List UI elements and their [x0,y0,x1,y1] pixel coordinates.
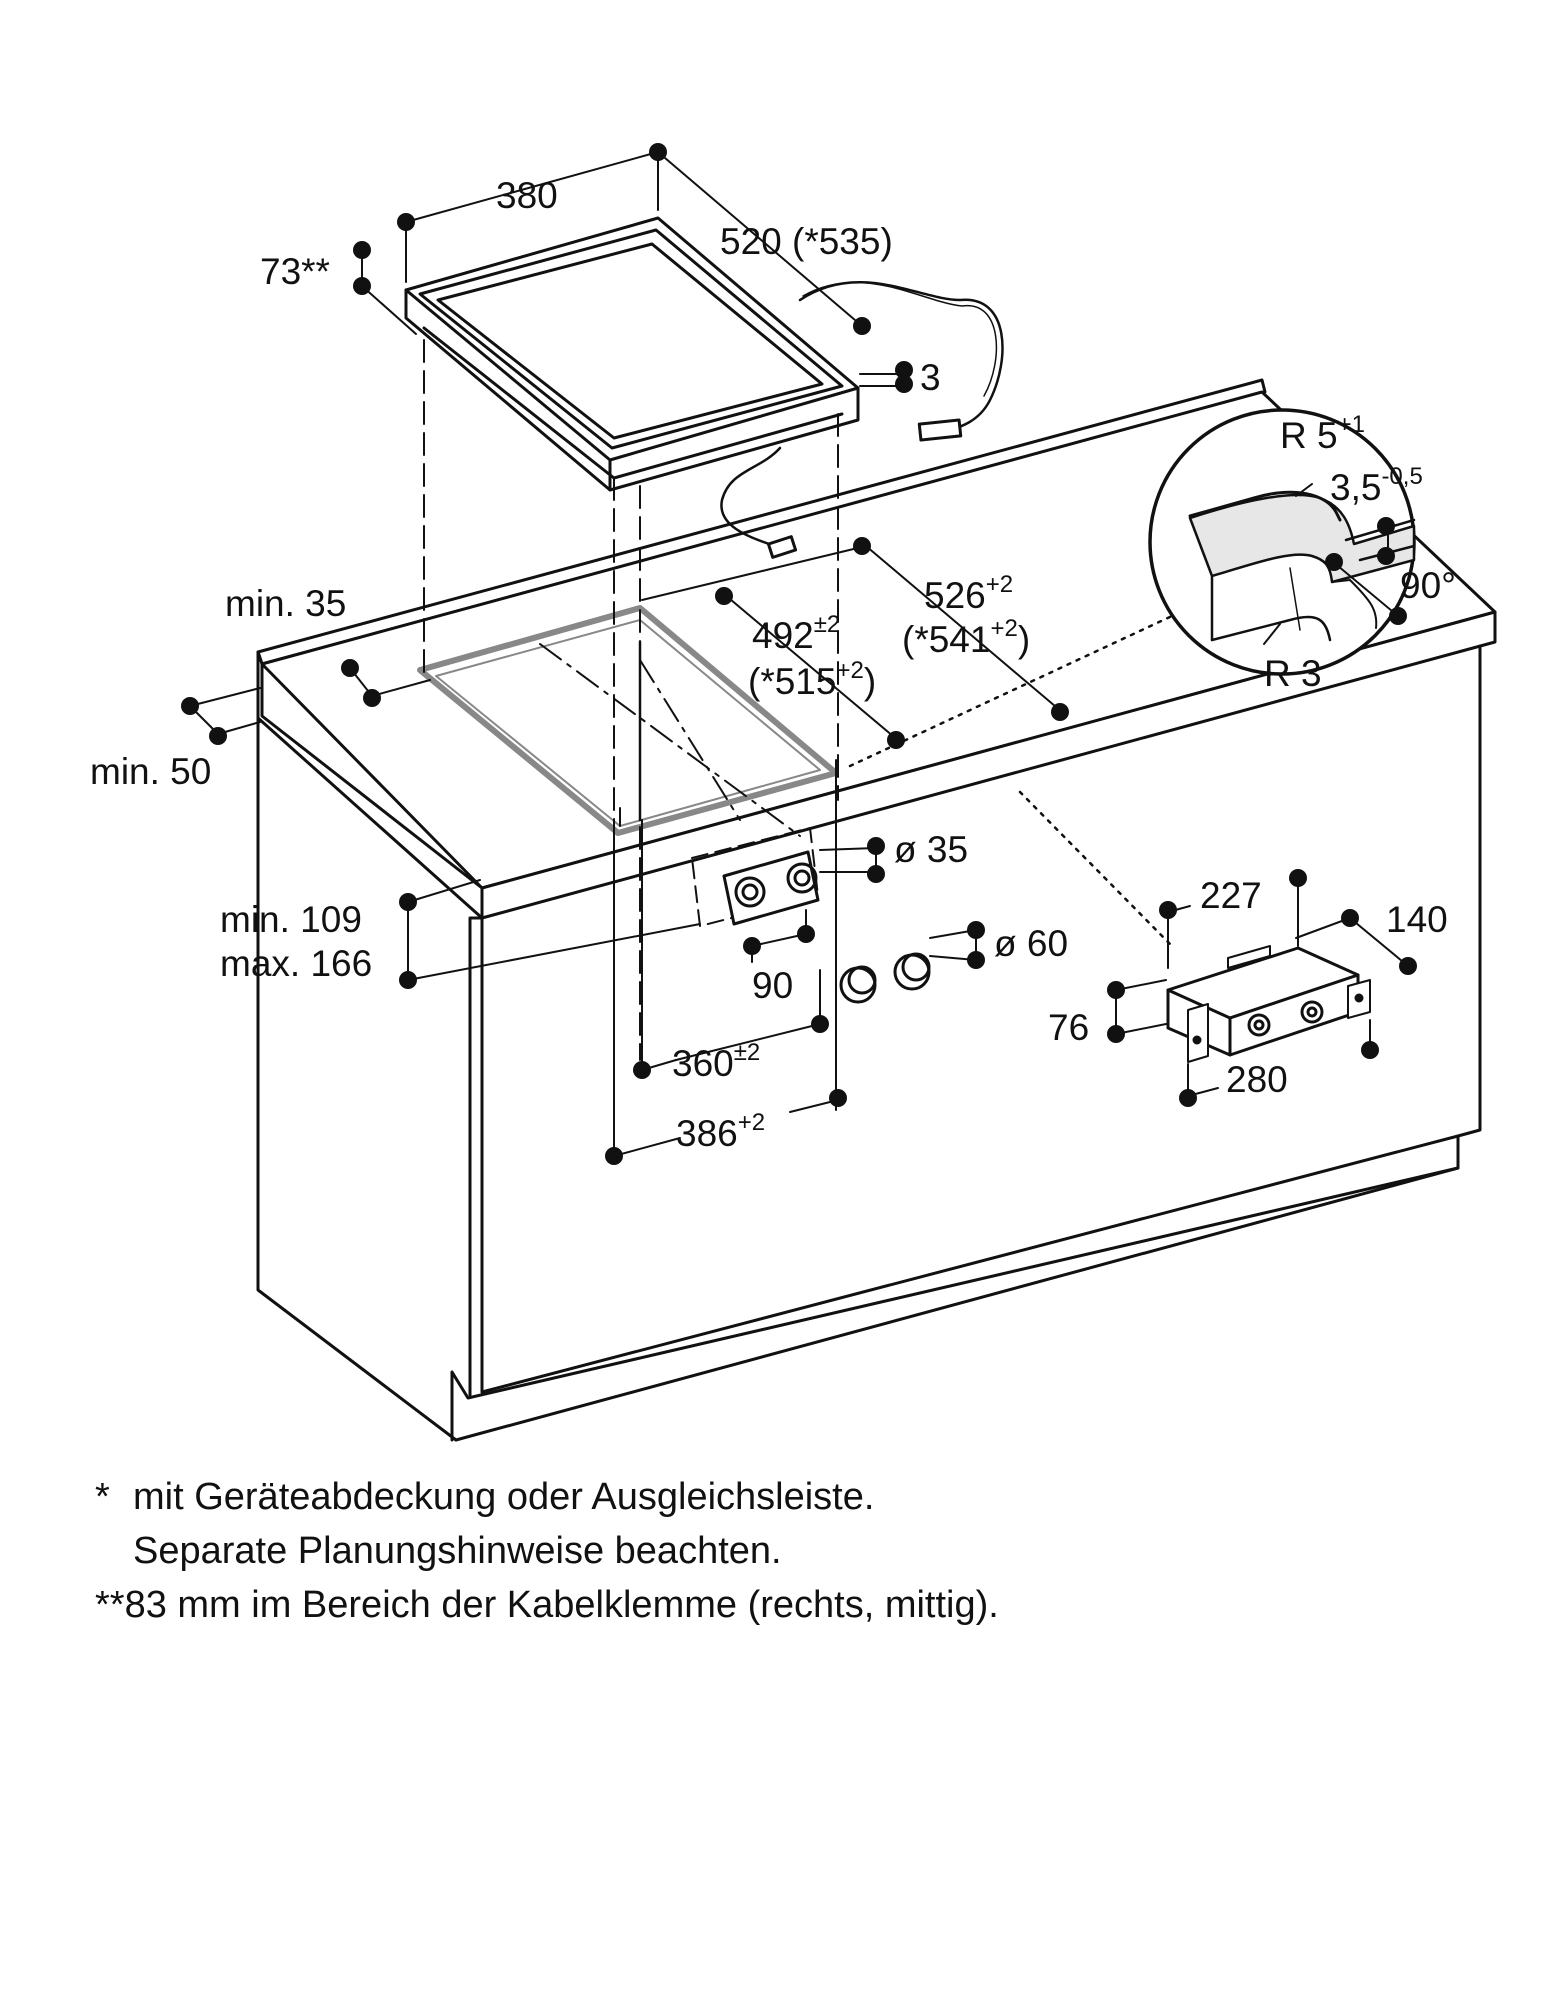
dim-min-35: min. 35 [225,583,346,624]
dim-min-50: min. 50 [90,751,211,792]
terminal-box [1166,945,1371,1063]
dim-360: 360±2 [672,1039,760,1084]
dim-380: 380 [496,175,558,216]
dim-140: 140 [1386,899,1448,940]
detail-magnifier [1148,408,1416,676]
dim-min-109: min. 109 [220,899,362,940]
dim-max-166: max. 166 [220,943,372,984]
dim-526: 526+2 [924,571,1013,616]
projection-lines [423,339,839,1151]
dim-227: 227 [1200,875,1262,916]
dim-r5: R 5+1 [1280,411,1365,456]
dim-76: 76 [1048,1007,1089,1048]
dim-90: 90 [752,965,793,1006]
dim-492: 492±2 [752,611,840,656]
footnote-mark: * [95,1476,110,1518]
dim-73: 73** [260,251,330,292]
dim-515: (*515+2) [748,657,876,702]
dim-dia-60: ø 60 [994,923,1068,964]
footnote-2: **83 mm im Bereich der Kabelklemme (rech… [95,1584,999,1626]
dim-541: (*541+2) [902,615,1030,660]
dim-280: 280 [1226,1059,1288,1100]
footnote-1: * mit Geräteabdeckung oder Ausgleichsleis… [95,1470,999,1524]
dim-3-5: 3,5-0,5 [1330,463,1423,508]
footnote-1-continued: Separate Planungshinweise beachten. [133,1530,782,1572]
dim-dia-35: ø 35 [894,829,968,870]
dim-520: 520 (*535) [720,221,893,262]
dim-90-degree: 90° [1400,565,1456,606]
dim-r3: R 3 [1264,653,1322,694]
dimension-dots [181,143,1417,1165]
footnote-1-text: mit Geräteabdeckung oder Ausgleichsleist… [133,1476,875,1518]
dim-3: 3 [920,357,941,398]
socket-box [691,827,931,1004]
dim-386: 386+2 [676,1109,765,1154]
footnotes: * mit Geräteabdeckung oder Ausgleichsleis… [95,1470,999,1632]
dimension-labels: 380 520 (*535) 73** 3 526+2 (*541+2) 492… [90,175,1456,1154]
